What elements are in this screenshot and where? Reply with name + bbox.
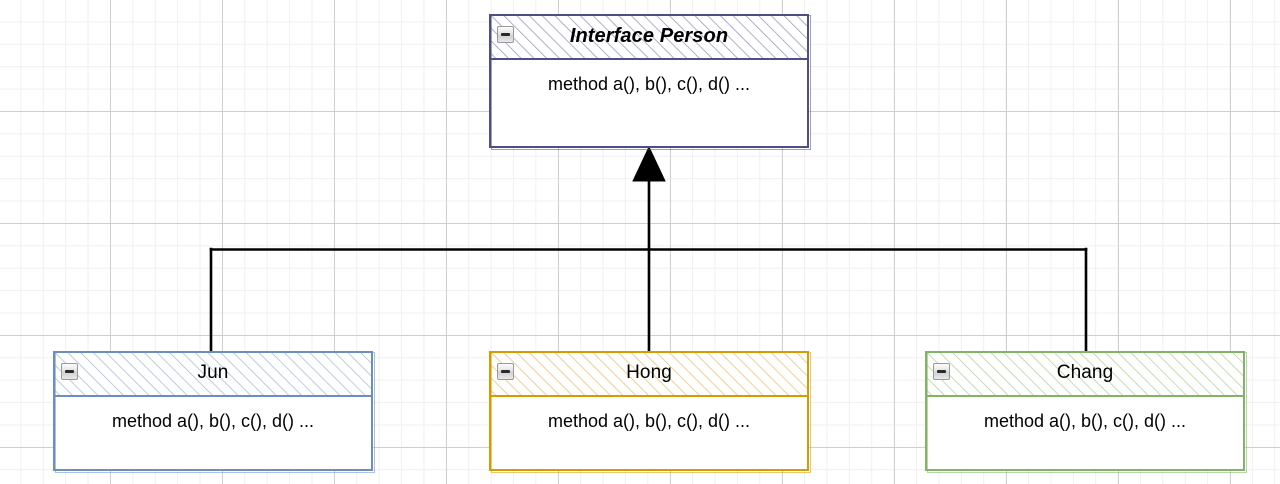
uml-node-interface-person[interactable]: Interface Person method a(), b(), c(), d… — [489, 14, 811, 150]
generalization-arrowhead — [632, 145, 666, 182]
uml-member-row: method a(), b(), c(), d() ... — [983, 411, 1187, 431]
uml-title-chang: Chang — [1056, 362, 1114, 383]
uml-member-row: method a(), b(), c(), d() ... — [547, 74, 751, 94]
minus-icon[interactable] — [933, 363, 950, 380]
uml-title-jun: Jun — [197, 362, 229, 383]
uml-body-jun: method a(), b(), c(), d() ... — [53, 397, 373, 471]
minus-icon[interactable] — [61, 363, 78, 380]
uml-member-row: method a(), b(), c(), d() ... — [547, 411, 751, 431]
minus-glyph — [937, 370, 946, 373]
uml-body-hong: method a(), b(), c(), d() ... — [489, 397, 809, 471]
uml-title-interface-person: Interface Person — [569, 24, 729, 47]
uml-title-hong: Hong — [626, 362, 672, 383]
minus-glyph — [501, 33, 510, 36]
uml-header-chang: Chang — [925, 351, 1245, 397]
uml-node-hong[interactable]: Hong method a(), b(), c(), d() ... — [489, 351, 811, 473]
uml-header-interface-person: Interface Person — [489, 14, 809, 60]
uml-body-chang: method a(), b(), c(), d() ... — [925, 397, 1245, 471]
uml-header-hong: Hong — [489, 351, 809, 397]
uml-node-chang[interactable]: Chang method a(), b(), c(), d() ... — [925, 351, 1247, 473]
minus-icon[interactable] — [497, 363, 514, 380]
minus-glyph — [501, 370, 510, 373]
minus-icon[interactable] — [497, 26, 514, 43]
uml-header-jun: Jun — [53, 351, 373, 397]
uml-node-jun[interactable]: Jun method a(), b(), c(), d() ... — [53, 351, 375, 473]
uml-body-interface-person: method a(), b(), c(), d() ... — [489, 60, 809, 148]
uml-member-row: method a(), b(), c(), d() ... — [111, 411, 315, 431]
minus-glyph — [65, 370, 74, 373]
